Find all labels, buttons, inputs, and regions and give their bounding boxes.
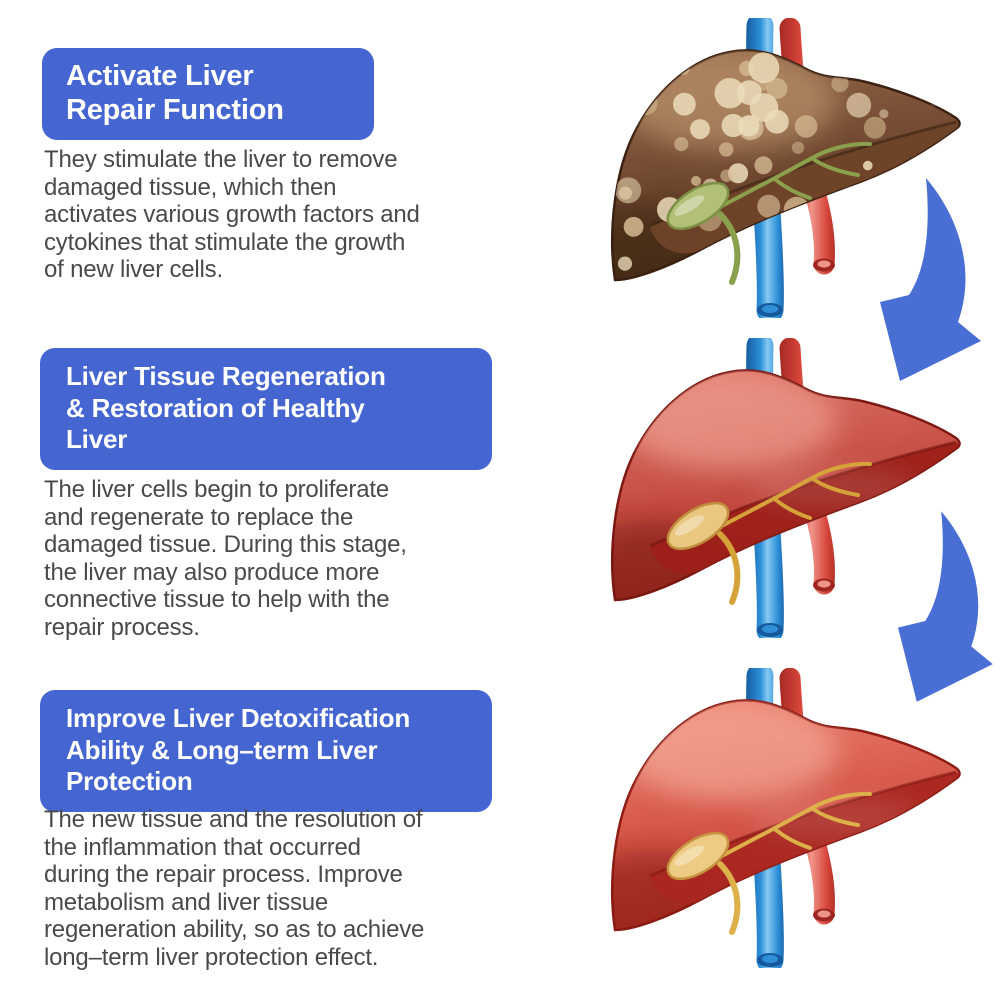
section-heading: Activate Liver Repair Function — [66, 60, 284, 126]
common-bile-duct — [717, 861, 741, 935]
section-heading: Liver Tissue Regeneration & Restoration … — [66, 361, 386, 454]
curved-down-arrow-icon — [883, 498, 1000, 714]
section-body: The liver cells begin to proliferate and… — [44, 476, 407, 641]
arrow-glyph — [898, 511, 993, 702]
common-bile-duct — [717, 211, 741, 285]
gallbladder — [666, 501, 730, 551]
bile-duct-branches — [716, 461, 872, 530]
section-heading: Improve Liver Detoxification Ability & L… — [66, 703, 411, 796]
damaged-liver-icon — [600, 18, 990, 318]
healthy-liver-icon — [600, 668, 990, 968]
curved-down-arrow-icon — [861, 174, 997, 384]
section-heading-box: Liver Tissue Regeneration & Restoration … — [40, 348, 492, 470]
section-heading-box: Improve Liver Detoxification Ability & L… — [40, 690, 492, 812]
arrow-glyph — [880, 178, 981, 381]
bile-duct-branches — [716, 141, 872, 210]
section-heading-box: Activate Liver Repair Function — [42, 48, 374, 140]
common-bile-duct — [717, 531, 741, 605]
section-body: They stimulate the liver to remove damag… — [44, 146, 420, 284]
bile-duct-branches — [716, 791, 872, 860]
gallbladder — [666, 831, 730, 881]
gallbladder — [666, 181, 730, 231]
section-body: The new tissue and the resolution of the… — [44, 806, 425, 971]
healing-liver-icon — [600, 338, 990, 638]
